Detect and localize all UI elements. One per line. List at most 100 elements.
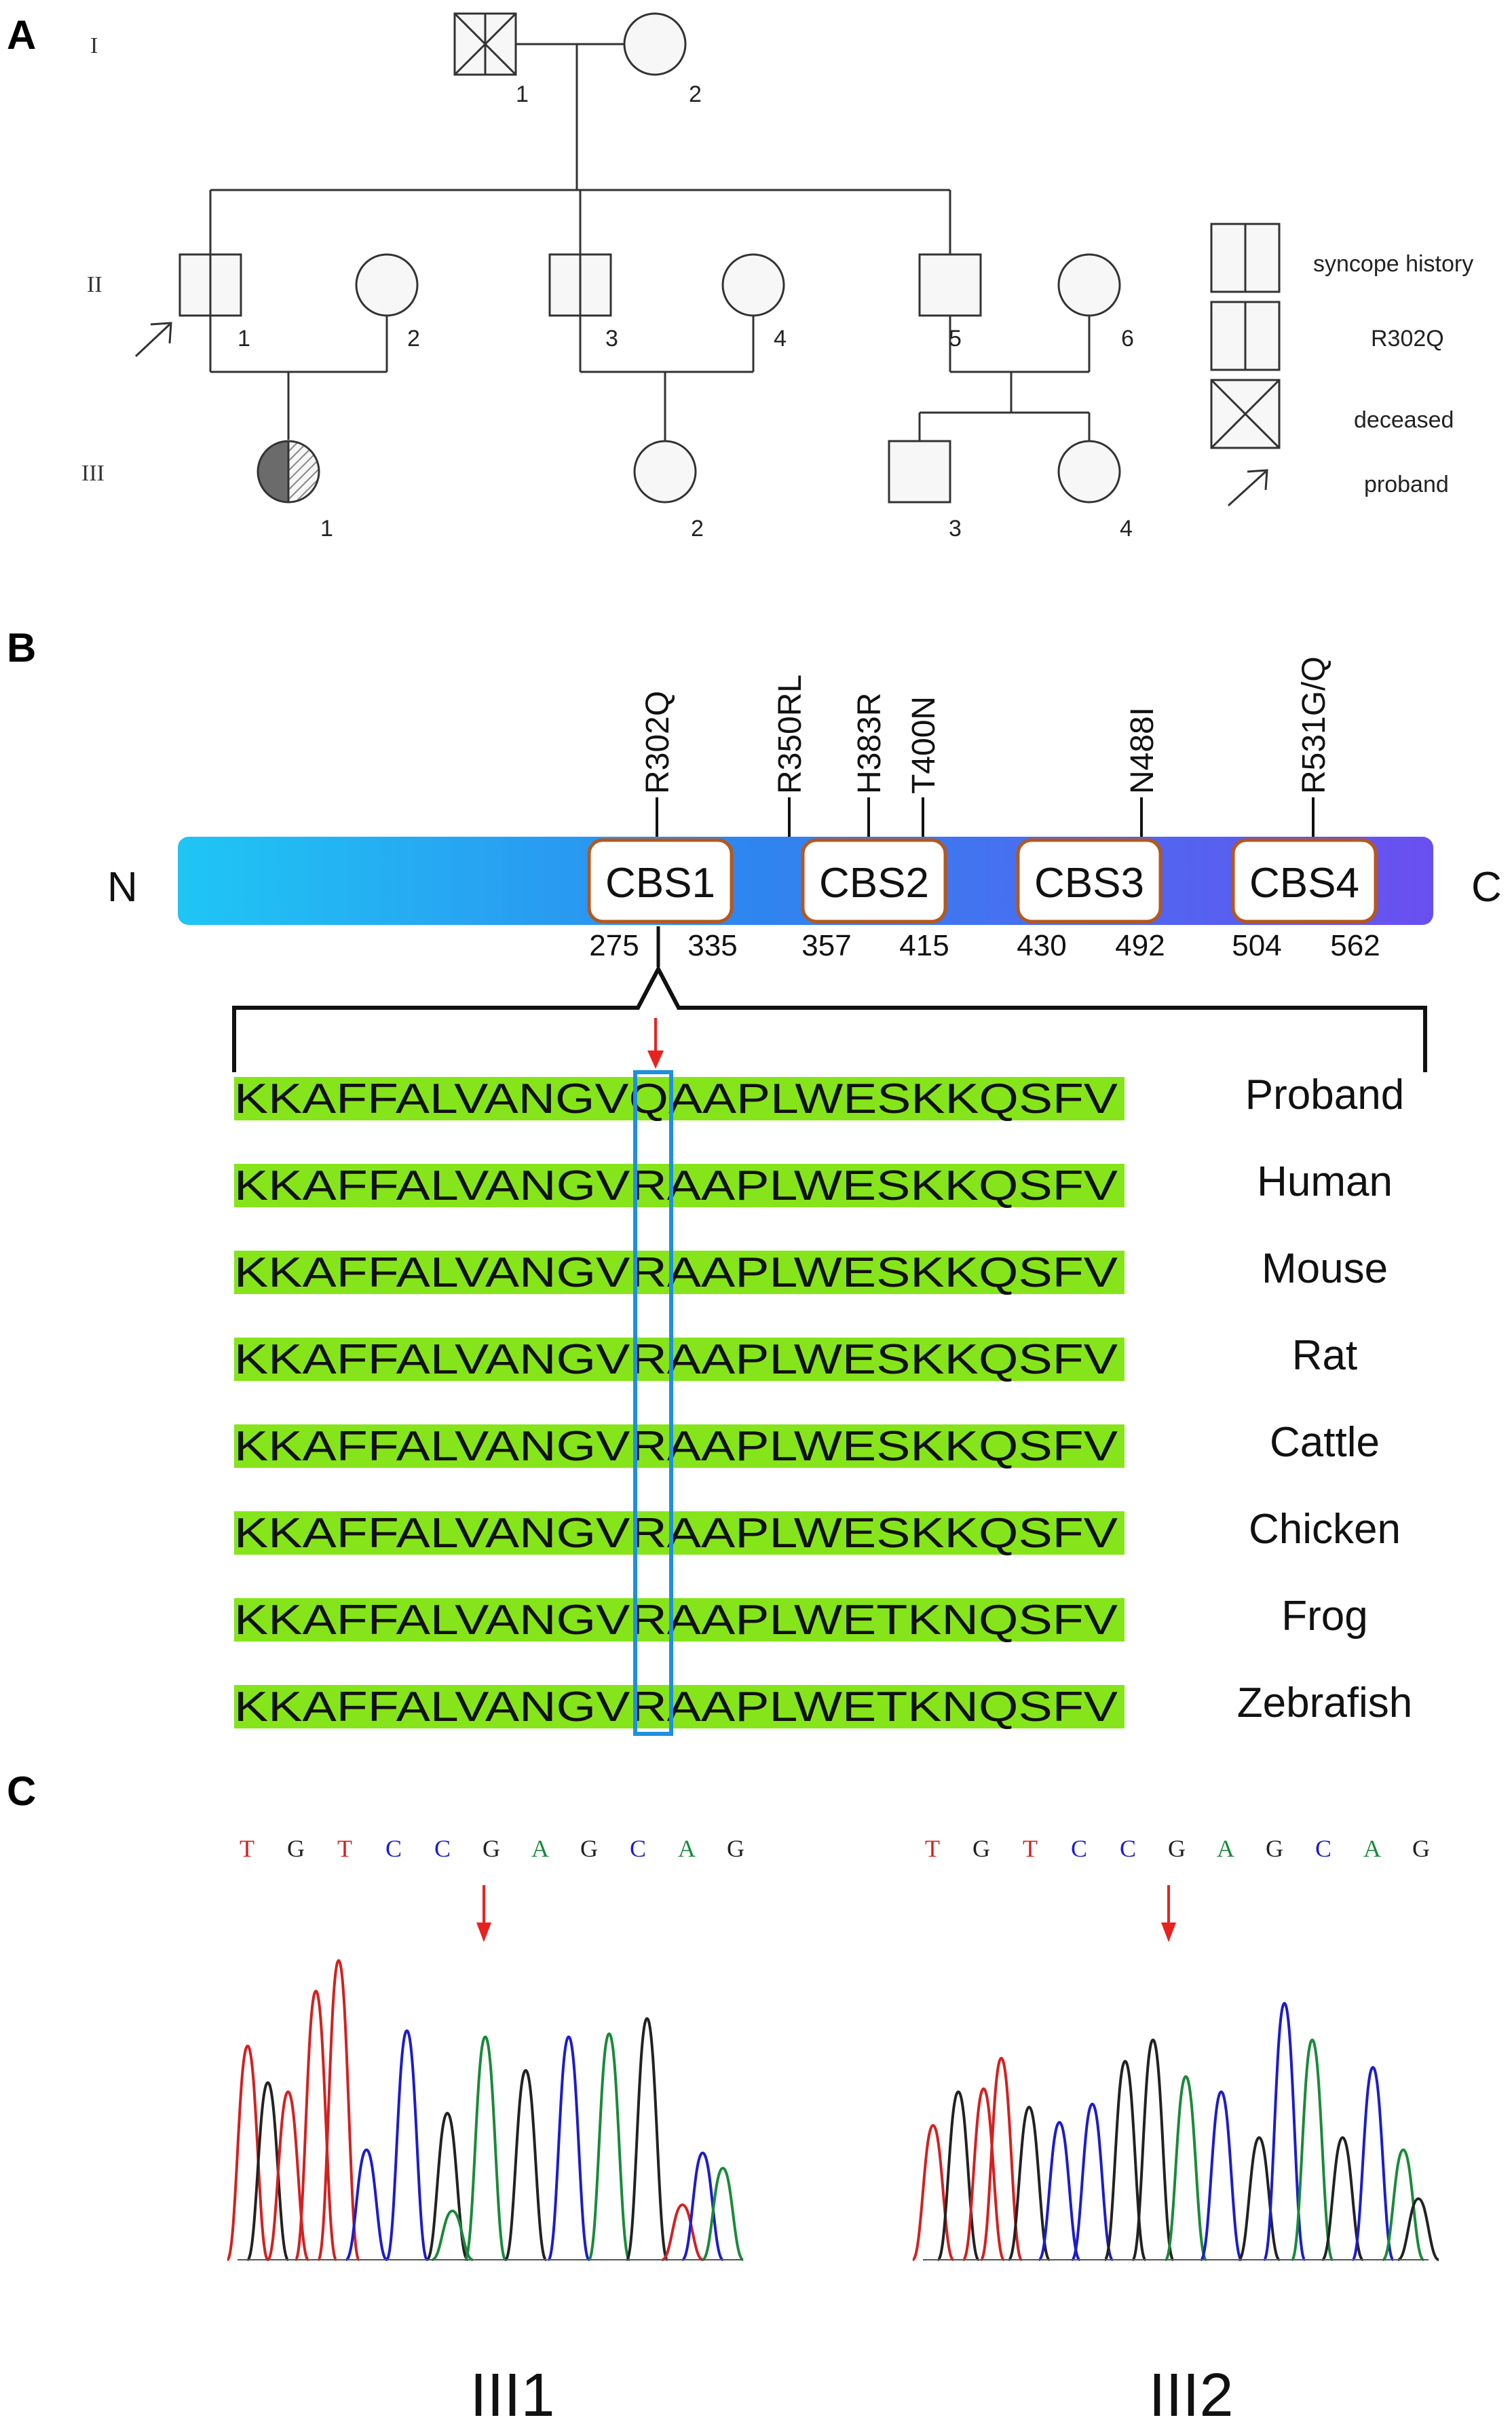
domain-cbs2: CBS2: [801, 838, 947, 924]
individual-i-1: [453, 12, 517, 76]
mutation-label-n488i: N488I: [1124, 707, 1160, 794]
trace-peak: [317, 1958, 360, 2261]
species-label: Zebrafish: [1237, 1680, 1412, 1726]
species-label: Rat: [1292, 1332, 1357, 1379]
trace-peak: [1164, 2075, 1208, 2261]
trace-peak: [547, 2035, 590, 2261]
base-call: C: [1120, 1835, 1137, 1862]
individual-number: 1: [320, 516, 333, 542]
base-call: G: [483, 1835, 502, 1862]
species-label: Cattle: [1270, 1419, 1380, 1466]
domain-start-cbs3: 430: [1017, 929, 1066, 962]
alignment: KKAFFALVANGVQAAPLWESKKQSFV Proband KKAFF…: [234, 1070, 1412, 1736]
mutation-label-r350rl: R350RL: [772, 675, 808, 794]
proband-arrow-icon: [134, 322, 172, 358]
trace-peak: [504, 2068, 548, 2261]
trace-peak: [345, 2148, 388, 2261]
trace-peak: [1131, 2038, 1175, 2261]
mutation-markers: R302Q R350RL H383R T400N N488I R531G/Q: [640, 656, 1332, 841]
base-call: T: [925, 1835, 941, 1862]
n-terminus-label: N: [107, 864, 138, 911]
panel-a-letter: A: [7, 12, 36, 58]
trace-peak: [426, 2111, 470, 2261]
base-call: G: [287, 1835, 306, 1862]
domain-name: CBS2: [819, 860, 929, 907]
trace-peak: [1237, 2136, 1281, 2261]
pedigree-legend: syncope history R302Q deceased proband: [1210, 223, 1473, 507]
variant-arrow-icon: [1161, 1885, 1176, 1942]
individual-ii-5: [918, 253, 982, 317]
trace-peak: [1351, 2066, 1395, 2261]
legend-mutation-symbol: [1210, 301, 1281, 371]
legend-syncope-symbol: [1210, 223, 1281, 293]
generation-label-iii: III: [81, 461, 105, 486]
trace-peak: [1262, 2001, 1306, 2261]
individual-ii-2: [355, 253, 419, 317]
domain-start-cbs4: 504: [1232, 929, 1281, 962]
individual-ii-3: [548, 253, 612, 317]
base-call: G: [580, 1835, 599, 1862]
base-call: A: [1217, 1835, 1236, 1862]
alignment-row-proband: KKAFFALVANGVQAAPLWESKKQSFV Proband: [234, 1072, 1404, 1122]
mutation-arrow-icon: [647, 1018, 664, 1069]
base-call: C: [1315, 1835, 1333, 1862]
trace-peak: [1199, 2090, 1243, 2261]
species-label: Proband: [1245, 1072, 1404, 1118]
base-call: T: [337, 1835, 354, 1862]
alignment-row-chicken: KKAFFALVANGVRAAPLWESKKQSFV Chicken: [234, 1506, 1401, 1557]
alignment-row-cattle: KKAFFALVANGVRAAPLWESKKQSFV Cattle: [234, 1419, 1380, 1470]
individual-i-2: [623, 12, 687, 76]
trace-peaks: [911, 2001, 1440, 2261]
individual-number: 3: [605, 326, 618, 352]
sequence: KKAFFALVANGVQAAPLWESKKQSFV: [234, 1076, 1118, 1122]
base-call: T: [1023, 1835, 1039, 1862]
trace-peak: [464, 2035, 508, 2261]
trace-peak: [1070, 2102, 1114, 2261]
trace-peak: [937, 2090, 981, 2261]
trace-peak: [1321, 2136, 1365, 2261]
domain-start-cbs2: 357: [801, 929, 851, 962]
individual-number: 5: [949, 326, 962, 352]
base-call: C: [630, 1835, 647, 1862]
species-label: Mouse: [1262, 1245, 1388, 1292]
individual-number: 1: [238, 326, 250, 352]
individual-number: 1: [516, 81, 529, 107]
base-call: G: [727, 1835, 746, 1862]
panel-a: A I II III: [7, 12, 1473, 542]
trace-peak: [962, 2087, 1006, 2261]
generation-label-i: I: [90, 33, 98, 58]
trace-peak: [431, 2209, 474, 2261]
panel-b: B R302Q R350RL H383R T400N N488I R531G/Q…: [7, 625, 1502, 1736]
trace-peak: [1290, 2038, 1334, 2261]
sequence: KKAFFALVANGVRAAPLWESKKQSFV: [234, 1162, 1118, 1209]
sequence: KKAFFALVANGVRAAPLWESKKQSFV: [234, 1423, 1118, 1470]
mutation-label-r302q: R302Q: [640, 691, 676, 794]
trace-peaks: [225, 1958, 745, 2261]
generation-label-ii: II: [87, 272, 102, 297]
sequence: KKAFFALVANGVRAAPLWESKKQSFV: [234, 1510, 1118, 1557]
sample-label: III2: [1148, 2362, 1233, 2424]
trace-peak: [1038, 2121, 1082, 2261]
individual-number: 2: [689, 81, 702, 107]
trace-peak: [701, 2166, 745, 2261]
variant-arrow-icon: [476, 1885, 491, 1942]
trace-peak: [1007, 2105, 1051, 2261]
base-call: A: [678, 1835, 697, 1862]
alignment-row-rat: KKAFFALVANGVRAAPLWESKKQSFV Rat: [234, 1332, 1357, 1383]
legend-label-proband: proband: [1364, 472, 1449, 497]
trace-peak: [681, 2151, 725, 2261]
species-label: Chicken: [1249, 1506, 1401, 1553]
sequence: KKAFFALVANGVRAAPLWETKNQSFV: [234, 1684, 1118, 1730]
domain-name: CBS3: [1034, 860, 1144, 907]
individual-number: 2: [691, 516, 704, 542]
alignment-row-zebrafish: KKAFFALVANGVRAAPLWETKNQSFV Zebrafish: [234, 1680, 1412, 1730]
pedigree-lines: [209, 43, 1091, 441]
individual-iii-2: [633, 440, 697, 504]
domain-cbs4: CBS4: [1231, 838, 1378, 924]
domain-name: CBS4: [1249, 860, 1359, 907]
